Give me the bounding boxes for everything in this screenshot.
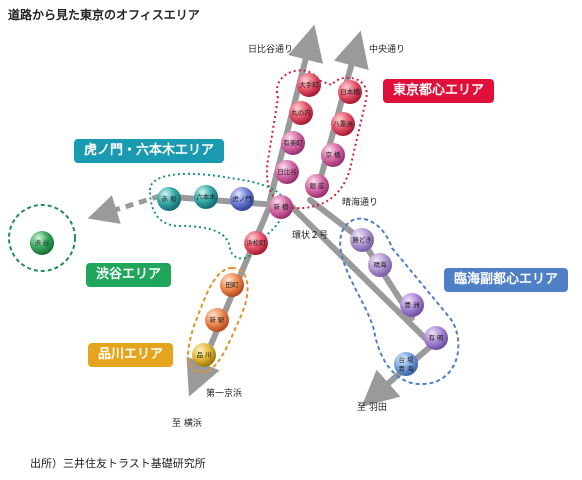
page-title: 道路から見た東京のオフィスエリア — [8, 8, 200, 22]
area-label-shibuya: 渋谷エリア — [86, 263, 172, 287]
svg-text:虎ノ門: 虎ノ門 — [232, 194, 252, 203]
station-akasaka: 赤 坂 — [157, 187, 181, 211]
svg-text:丸の内: 丸の内 — [291, 108, 311, 117]
svg-text:有楽町: 有楽町 — [283, 138, 303, 147]
svg-text:赤 坂: 赤 坂 — [161, 194, 177, 203]
svg-text:田町: 田町 — [226, 281, 240, 289]
svg-text:大手町: 大手町 — [299, 80, 319, 89]
label-hibiya-road: 日比谷通り — [248, 43, 293, 55]
station-harumi: 晴海 — [368, 253, 392, 277]
station-shinagawa-higashi: 新 駅 — [205, 308, 229, 332]
station-yaesu: 八重洲 — [331, 112, 355, 136]
station-shinagawa: 品 川 — [192, 343, 216, 367]
svg-text:日比谷: 日比谷 — [277, 167, 297, 176]
svg-text:有 明: 有 明 — [428, 333, 444, 342]
station-hibiya: 日比谷 — [275, 160, 299, 184]
shibuya-area-outline — [8, 204, 76, 272]
svg-text:日本橋: 日本橋 — [340, 87, 360, 96]
road-harumi-rinkai — [287, 202, 435, 348]
station-daiba-aomi: 台 場青 海 — [394, 352, 418, 376]
station-shibuya: 渋 谷 — [30, 231, 54, 255]
label-daiichi-keihin: 第一京浜 — [206, 387, 242, 399]
station-nihonbashi: 日本橋 — [338, 80, 362, 104]
svg-text:銀 座: 銀 座 — [309, 181, 325, 190]
station-hamamatsucho: 浜松町 — [244, 231, 268, 255]
station-roppongi: 六本木 — [194, 185, 218, 209]
area-label-rinkai: 臨海副都心エリア — [444, 268, 569, 292]
rinkai-area-outline — [339, 217, 460, 386]
stations: 大手町 丸の内 有楽町 日比谷 日本橋 八重洲 京 橋 銀 座 新 橋 赤 坂 … — [30, 73, 448, 376]
label-kanjo2: 環状２号 — [292, 229, 328, 241]
svg-text:青 海: 青 海 — [398, 364, 414, 373]
station-shinbashi: 新 橋 — [269, 195, 293, 219]
svg-text:品 川: 品 川 — [196, 351, 211, 359]
station-ariake: 有 明 — [424, 326, 448, 350]
svg-text:晴海: 晴海 — [374, 260, 388, 269]
road-to-shibuya — [87, 193, 161, 224]
svg-text:六本木: 六本木 — [196, 192, 216, 201]
station-tamachi: 田町 — [220, 273, 244, 297]
source-note: 出所）三井住友トラスト基礎研究所 — [30, 457, 206, 470]
svg-text:台 場: 台 場 — [398, 355, 414, 364]
svg-text:浜松町: 浜松町 — [246, 238, 266, 247]
station-marunouchi: 丸の内 — [289, 101, 313, 125]
label-yokohama: 至 横浜 — [172, 417, 202, 429]
area-label-tokyo: 東京都心エリア — [383, 79, 495, 103]
area-label-toranomon: 虎ノ門・六本木エリア — [74, 139, 225, 163]
svg-text:勝どき: 勝どき — [352, 235, 371, 244]
station-kachidoki: 勝どき — [350, 228, 374, 252]
station-ginza: 銀 座 — [305, 174, 329, 198]
svg-text:豊 洲: 豊 洲 — [404, 300, 419, 309]
station-toyosu: 豊 洲 — [400, 293, 424, 317]
station-otemachi: 大手町 — [297, 73, 321, 97]
svg-text:渋 谷: 渋 谷 — [34, 238, 50, 247]
station-toranomon: 虎ノ門 — [230, 187, 254, 211]
label-chuo-road: 中央通り — [369, 43, 405, 55]
svg-text:京 橋: 京 橋 — [325, 150, 341, 159]
svg-text:八重洲: 八重洲 — [333, 120, 353, 128]
station-yurakucho: 有楽町 — [281, 131, 305, 155]
station-kyobashi: 京 橋 — [321, 143, 345, 167]
label-harumi-road: 晴海通り — [342, 196, 378, 208]
shinagawa-area-outline — [187, 266, 249, 374]
svg-text:新 橋: 新 橋 — [273, 202, 289, 211]
label-haneda: 至 羽田 — [357, 402, 387, 413]
area-label-shinagawa: 品川エリア — [88, 343, 174, 367]
svg-text:新 駅: 新 駅 — [209, 315, 225, 324]
toranomon-area-outline — [148, 172, 286, 260]
